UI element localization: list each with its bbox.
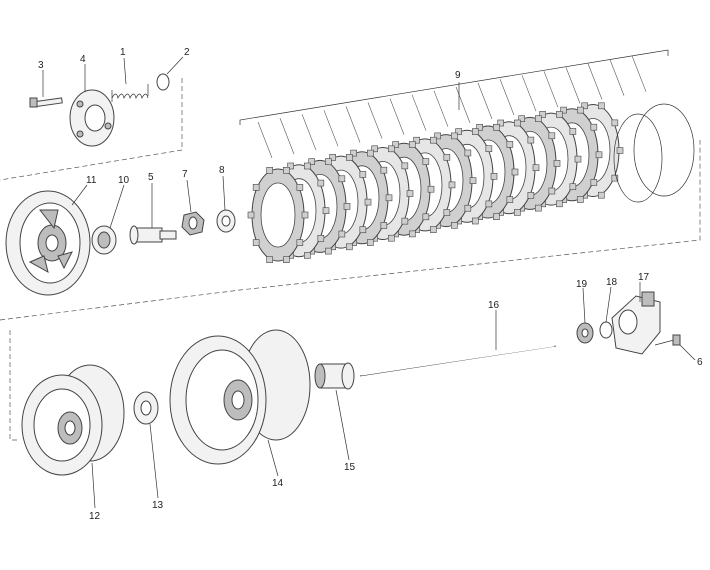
plate-leader-line <box>455 86 471 124</box>
callout-5: 5 <box>148 172 154 183</box>
plate-leader-line <box>411 94 427 131</box>
washer-part <box>216 209 236 233</box>
callout-8: 8 <box>219 165 225 176</box>
bearing-part <box>91 225 117 255</box>
callout-labels: 1 2 3 4 5 6 7 8 9 10 11 12 13 14 15 16 1… <box>38 47 703 522</box>
callout-17: 17 <box>638 272 650 283</box>
plate-leader-line <box>323 110 339 147</box>
bushing-part <box>314 362 355 390</box>
rod-o-ring-part <box>599 321 613 339</box>
plate-leader-line <box>301 114 317 151</box>
thrust-washer-part <box>133 391 159 425</box>
plate-leader-line <box>279 117 295 155</box>
plate-ring-2 <box>633 103 695 197</box>
nut-part <box>181 211 205 236</box>
slave-cylinder-part <box>611 291 661 355</box>
callout-7: 7 <box>182 169 188 180</box>
callout-12: 12 <box>89 511 101 522</box>
clutch-drum-part <box>169 329 311 465</box>
callout-9: 9 <box>455 70 461 81</box>
leader-lines <box>42 56 696 509</box>
callout-1: 1 <box>120 47 126 58</box>
callout-10: 10 <box>118 175 130 186</box>
callout-19: 19 <box>576 279 588 290</box>
assembly-boundary-upper <box>0 78 183 181</box>
callout-11: 11 <box>86 175 97 186</box>
clutch-hub-part <box>21 364 125 476</box>
snap-ring-part <box>156 73 170 91</box>
callout-18: 18 <box>606 277 618 288</box>
clutch-plate <box>247 167 309 263</box>
spring-part <box>111 84 149 102</box>
plate-leader-line <box>389 98 405 135</box>
callout-6: 6 <box>697 357 703 368</box>
plate-leader-line <box>367 102 383 139</box>
cover-plate-part <box>69 89 115 147</box>
plate-leader-line <box>499 78 515 116</box>
plate-leader-line <box>521 75 537 112</box>
assembly-boundary-middle <box>0 140 701 321</box>
callout-16: 16 <box>488 300 500 311</box>
pushrod-piece-part <box>129 225 177 245</box>
bolt-part <box>654 334 681 346</box>
callout-2: 2 <box>184 47 190 58</box>
callout-3: 3 <box>38 60 44 71</box>
screw-part <box>29 97 63 108</box>
plate-leader-line <box>477 82 493 120</box>
plate-leader-line <box>433 90 449 127</box>
plate-leader-line <box>609 59 625 96</box>
plate-leader-line <box>345 106 361 143</box>
rod-bearing-part <box>576 322 594 344</box>
plate-ring-1 <box>613 113 663 203</box>
push-rod-part <box>359 345 557 377</box>
plate-leader-line <box>543 71 559 108</box>
plate-stack-bracket <box>239 49 669 125</box>
clutch-plate-stack <box>247 55 647 263</box>
callout-4: 4 <box>80 54 86 65</box>
plate-leader-line <box>257 121 273 159</box>
callout-14: 14 <box>272 478 284 489</box>
plate-leader-line <box>631 55 647 92</box>
pressure-plate-part <box>5 190 91 296</box>
plate-leader-line <box>565 67 581 104</box>
plate-leader-line <box>587 63 603 100</box>
assembly-boundary-lower <box>9 330 20 441</box>
callout-13: 13 <box>152 500 164 511</box>
callout-15: 15 <box>344 462 356 473</box>
